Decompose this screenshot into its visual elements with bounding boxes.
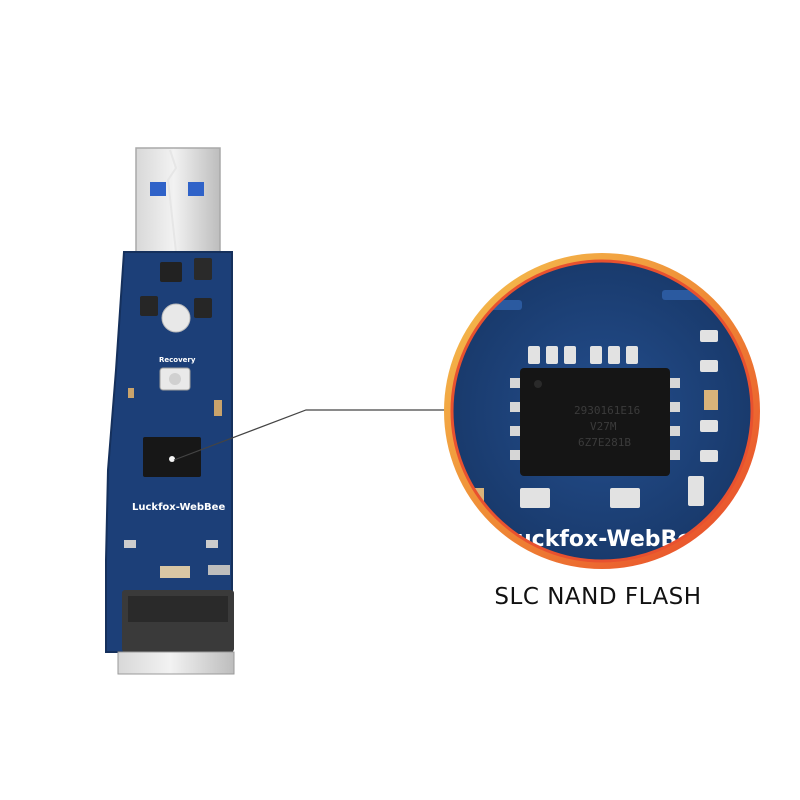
board-components xyxy=(124,258,230,578)
recovery-label: Recovery xyxy=(159,356,196,364)
usb-a-connector xyxy=(135,147,221,255)
chip-marking-line-2: V27M xyxy=(590,420,617,433)
zoom-magnifier: 2930161E16 V27M 6Z7E281B uckfox-WebBe xyxy=(444,253,760,569)
nand-chip-large: 2930161E16 V27M 6Z7E281B xyxy=(510,368,680,476)
chip-marking-line-3: 6Z7E281B xyxy=(578,436,631,449)
ethernet-port xyxy=(117,590,235,675)
usb-dongle: Recovery Luckfox-WebBee xyxy=(105,147,235,675)
board-silkscreen-label: Luckfox-WebBee xyxy=(132,502,225,513)
chip-marking-line-1: 2930161E16 xyxy=(574,404,640,417)
caption: SLC NAND FLASH xyxy=(494,584,702,610)
callout-line xyxy=(173,409,446,461)
